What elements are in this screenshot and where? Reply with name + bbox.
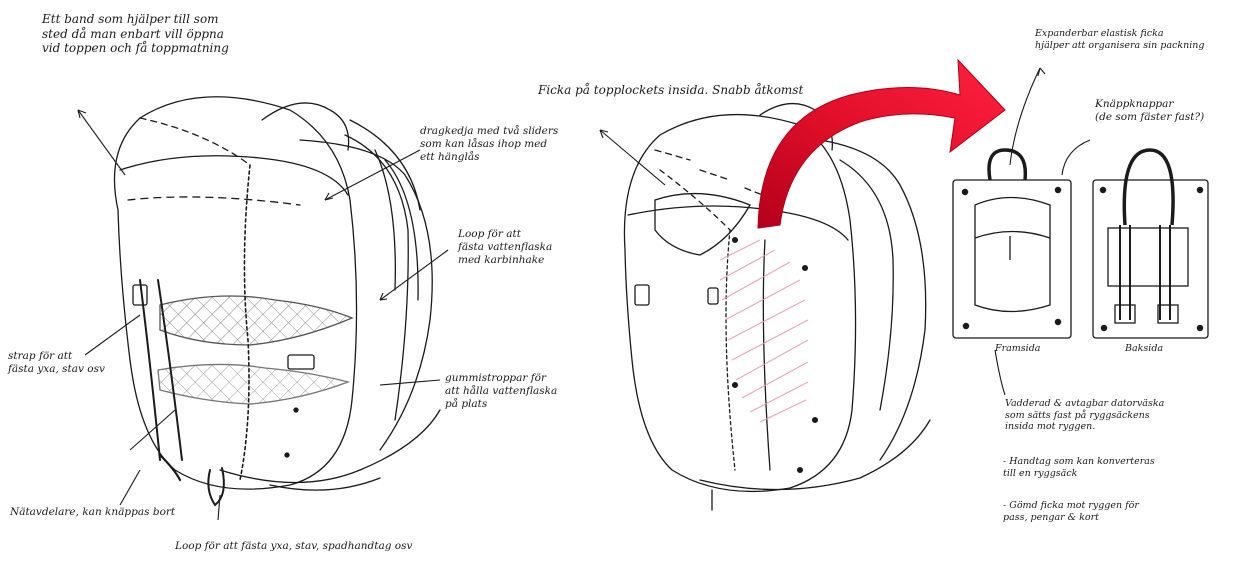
annotation-bottle-loop: Loop för att fästa vattenflaska med karb… (458, 228, 578, 266)
label-front: Framsida (995, 343, 1065, 355)
annotation-strap: strap för att fästa yxa, stav osv (8, 350, 118, 376)
annotation-zipper: dragkedja med två sliders som kan låsas … (420, 125, 620, 163)
annotation-lid-pocket: Ficka på topplockets insida. Snabb åtkom… (538, 83, 838, 98)
annotation-elastic-pocket: Expanderbar elastisk ficka hjälper att o… (1035, 28, 1235, 51)
laptop-sleeve-front (953, 150, 1071, 338)
left-backpack-drawing (114, 97, 440, 505)
laptop-sleeve-back (1093, 150, 1208, 338)
annotation-snap-buttons: Knäppknappar (de som fäster fast?) (1095, 98, 1230, 124)
annotation-top-band: Ett band som hjälper till som sted då ma… (42, 12, 272, 56)
annotation-laptop-case: Vadderad & avtagbar datorväska som sätts… (1005, 398, 1235, 433)
annotation-hidden-pocket: - Gömd ficka mot ryggen för pass, pengar… (1003, 500, 1233, 523)
annotation-rubber-straps: gummistroppar för att hålla vattenflaska… (445, 372, 595, 410)
annotation-handle: - Handtag som kan konverteras till en ry… (1003, 456, 1233, 479)
label-back: Baksida (1125, 343, 1195, 355)
annotation-mesh-divider: Nätavdelare, kan knäppas bort (10, 506, 240, 519)
annotation-bottom-loop: Loop för att fästa yxa, stav, spadhandta… (175, 540, 475, 553)
